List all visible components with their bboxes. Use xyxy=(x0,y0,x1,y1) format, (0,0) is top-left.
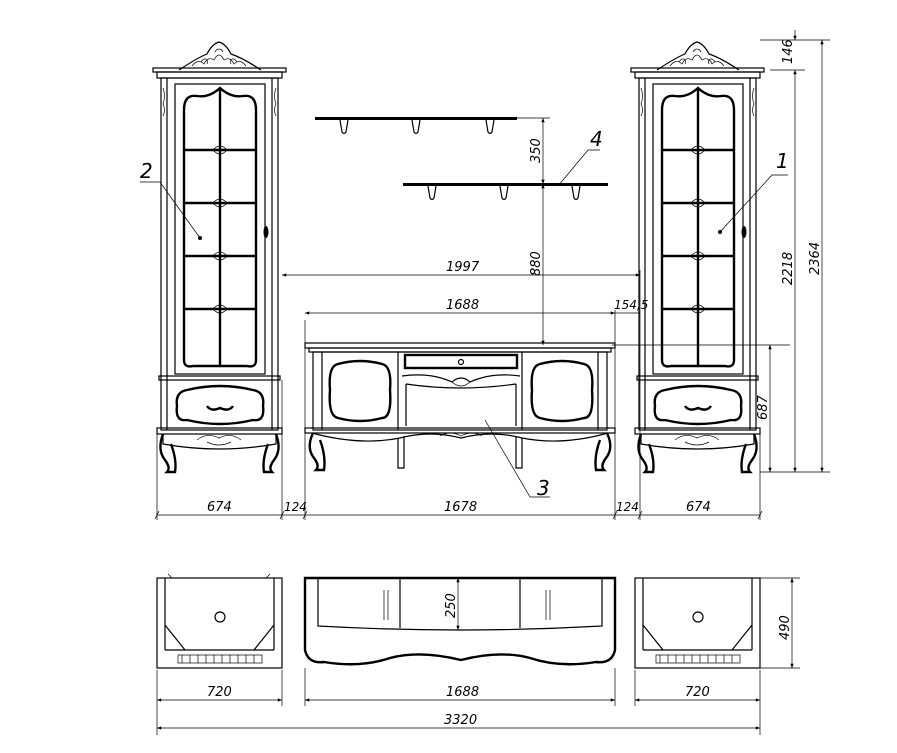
dim-124-left: 124 xyxy=(284,500,307,514)
dim-674-right: 674 xyxy=(686,500,711,515)
dim-674-left: 674 xyxy=(207,500,232,515)
dim-687: 687 xyxy=(756,394,771,420)
cabinet-left xyxy=(151,40,288,474)
tv-stand xyxy=(304,342,616,472)
dim-1678: 1678 xyxy=(444,500,477,515)
dim-720-right: 720 xyxy=(685,685,710,700)
dim-2364: 2364 xyxy=(808,242,823,275)
wall-shelves xyxy=(315,117,608,201)
callout-1: 1 xyxy=(776,149,789,173)
dimension-lines xyxy=(140,30,830,520)
dim-350: 350 xyxy=(529,138,544,163)
callout-4: 4 xyxy=(590,127,603,151)
plan-view xyxy=(156,573,800,735)
dim-880: 880 xyxy=(529,251,544,276)
dim-2218: 2218 xyxy=(781,252,796,285)
dim-1688: 1688 xyxy=(446,298,479,313)
callout-3: 3 xyxy=(537,476,550,500)
callout-2: 2 xyxy=(140,159,153,183)
dim-1688-plan: 1688 xyxy=(446,685,479,700)
dim-1997: 1997 xyxy=(446,260,480,275)
dim-154-5: 154,5 xyxy=(614,298,648,312)
dim-250: 250 xyxy=(444,593,459,618)
dim-720-left: 720 xyxy=(207,685,232,700)
dim-3320: 3320 xyxy=(444,713,477,728)
dim-146: 146 xyxy=(781,39,796,64)
dim-490: 490 xyxy=(778,615,793,640)
dim-124-right: 124 xyxy=(616,500,639,514)
cabinet-right xyxy=(629,40,766,474)
